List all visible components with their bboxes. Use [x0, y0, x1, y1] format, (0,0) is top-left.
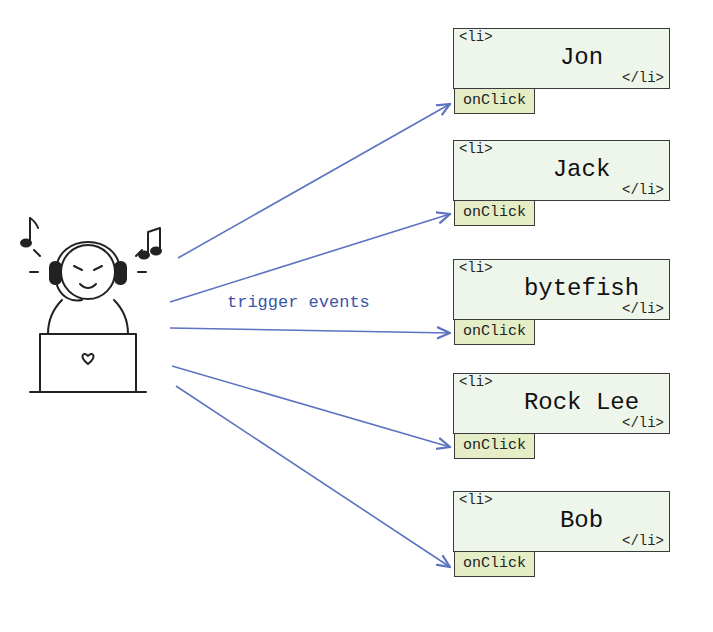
item-name: Jon — [459, 45, 664, 71]
trigger-arrow — [172, 366, 450, 447]
tag-text: <li> — [459, 30, 664, 45]
item-name: Rock Lee — [459, 390, 664, 416]
tag-text: </li> — [459, 534, 664, 549]
event-name: onClick — [463, 323, 526, 341]
tag-text: <li> — [459, 261, 664, 276]
event-name: onClick — [463, 555, 526, 573]
trigger-arrow — [170, 214, 450, 302]
trigger-arrow — [176, 386, 450, 567]
trigger-arrow — [170, 328, 450, 333]
list-item-box: <li>Jon</li> — [453, 28, 670, 89]
event-handler-tag: onClick — [454, 200, 535, 226]
tag-text: <li> — [459, 493, 664, 508]
list-item-box: <li>bytefish</li> — [453, 259, 670, 320]
trigger-arrow — [178, 104, 450, 258]
list-item-box: <li>Bob</li> — [453, 491, 670, 552]
tag-text: </li> — [459, 183, 664, 198]
event-handler-tag: onClick — [454, 319, 535, 345]
tag-text: </li> — [459, 302, 664, 317]
event-handler-tag: onClick — [454, 433, 535, 459]
item-name: Jack — [459, 157, 664, 183]
item-name: Bob — [459, 508, 664, 534]
arrow-caption: trigger events — [224, 293, 373, 312]
trigger-arrows — [170, 104, 450, 567]
event-handler-tag: onClick — [454, 88, 535, 114]
list-item-box: <li>Rock Lee</li> — [453, 373, 670, 434]
item-name: bytefish — [459, 276, 664, 302]
event-handler-tag: onClick — [454, 551, 535, 577]
list-item-box: <li>Jack</li> — [453, 140, 670, 201]
tag-text: <li> — [459, 375, 664, 390]
event-name: onClick — [463, 437, 526, 455]
event-name: onClick — [463, 92, 526, 110]
tag-text: </li> — [459, 71, 664, 86]
tag-text: <li> — [459, 142, 664, 157]
tag-text: </li> — [459, 416, 664, 431]
event-name: onClick — [463, 204, 526, 222]
person-figure — [21, 218, 161, 392]
